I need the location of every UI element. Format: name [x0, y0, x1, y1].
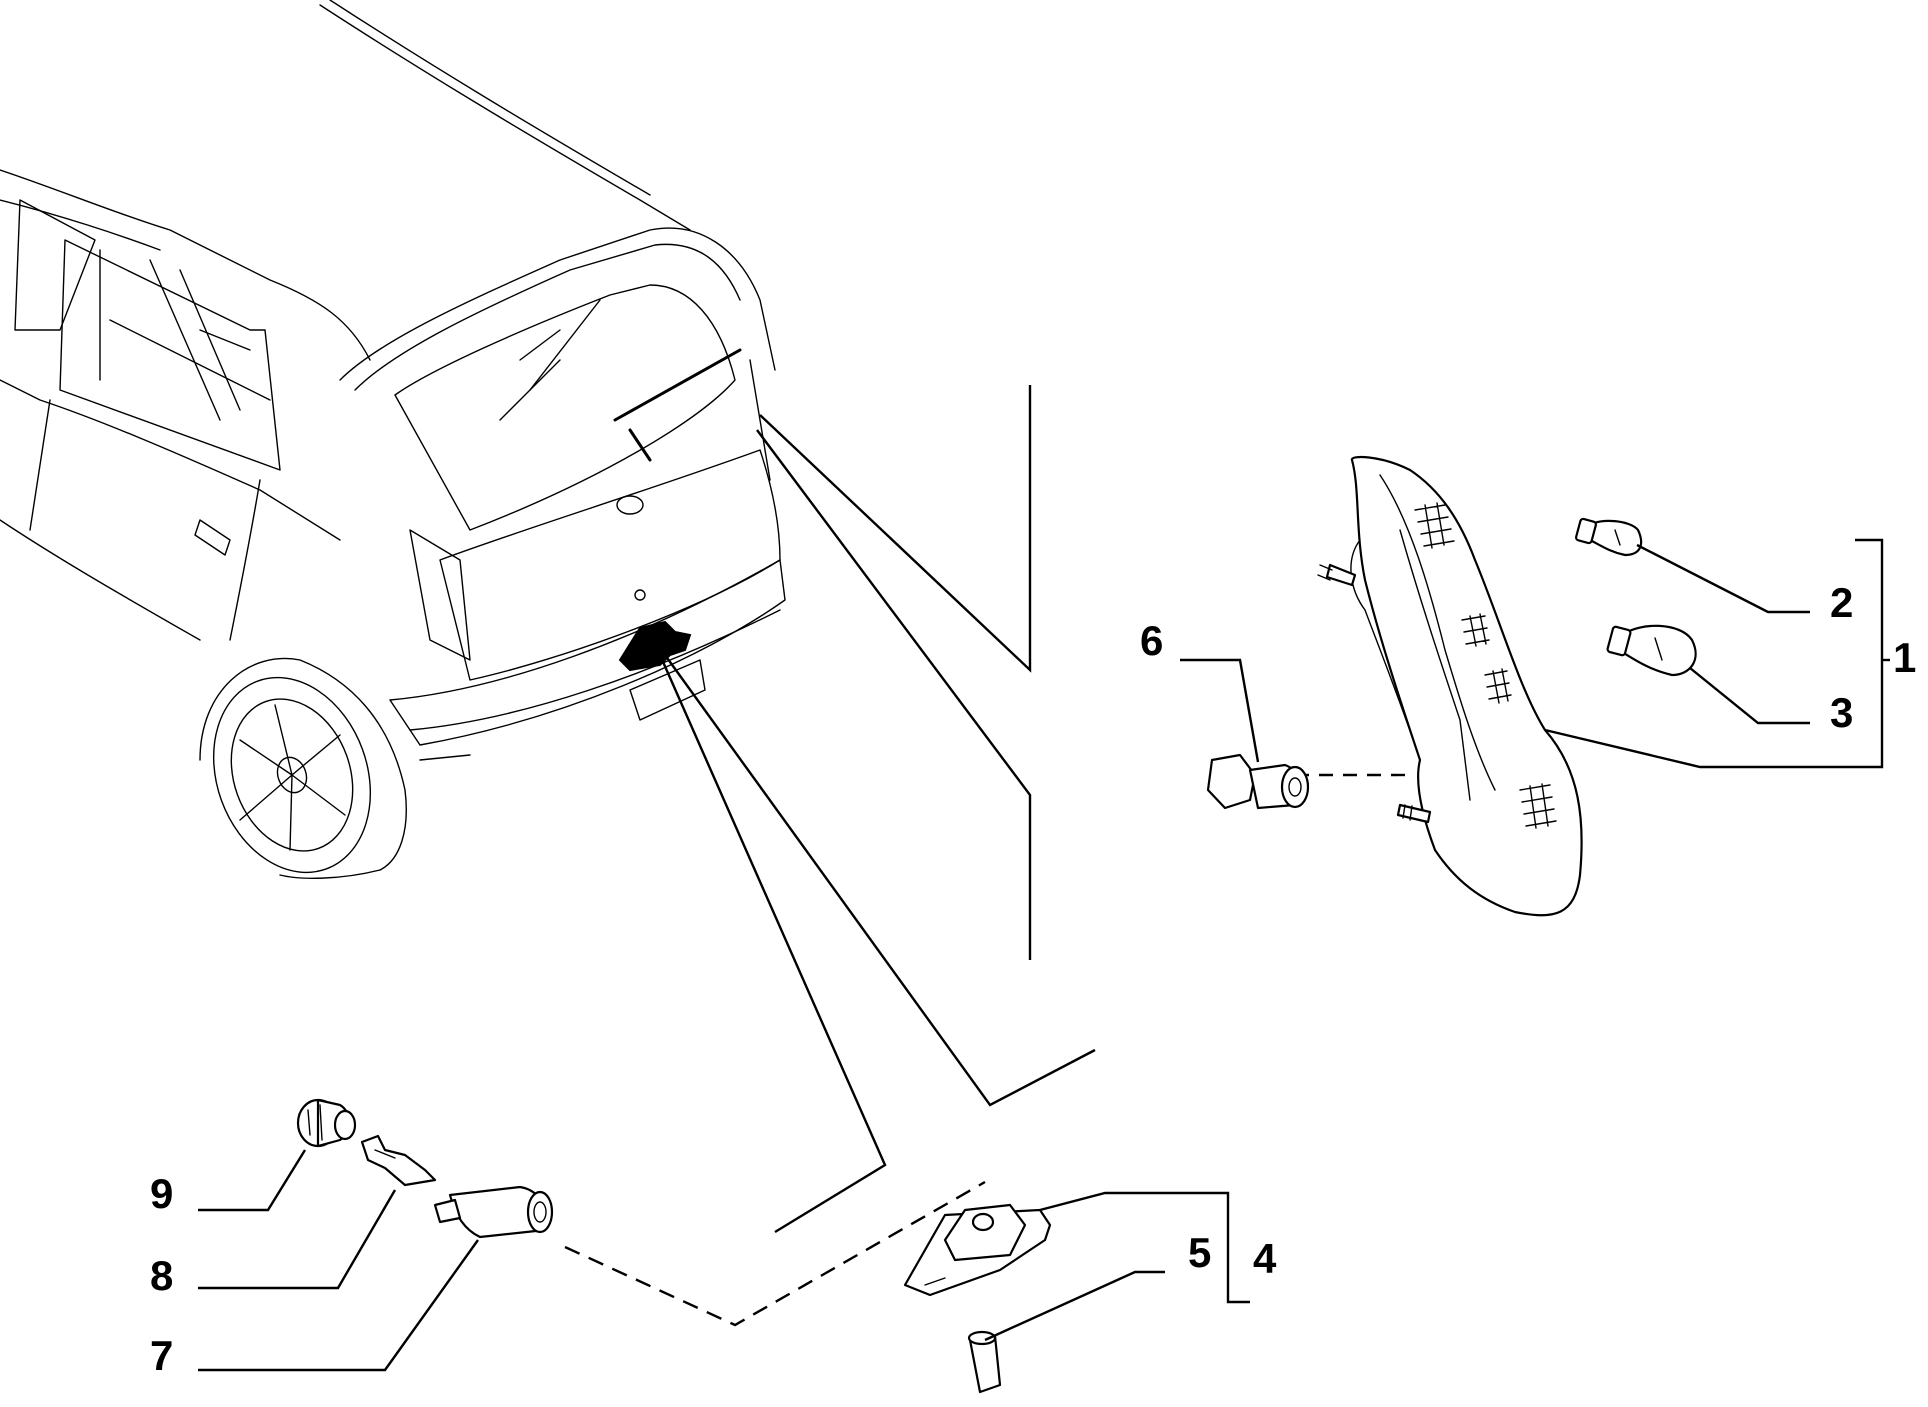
bulb-small	[1574, 517, 1643, 557]
tail-light-assembly	[1317, 455, 1583, 917]
callout-leaders	[198, 538, 1890, 1372]
wedge-bulb	[967, 1330, 1002, 1394]
callout-9: 9	[150, 1170, 173, 1217]
callout-labels: 2 3 1 6 5 4 9 8 7	[150, 579, 1916, 1379]
lamp-connector	[433, 1185, 554, 1239]
rubber-grommet	[296, 1098, 357, 1148]
plate-lamp-assembly	[903, 1203, 1052, 1297]
nut-fastener	[1206, 753, 1310, 810]
car-illustration	[0, 0, 786, 879]
callout-4: 4	[1253, 1235, 1277, 1282]
callout-3: 3	[1830, 689, 1853, 736]
lens-grid-pattern	[1414, 502, 1557, 829]
callout-5: 5	[1188, 1229, 1211, 1276]
bulb-large	[1606, 624, 1697, 677]
callout-6: 6	[1140, 617, 1163, 664]
callout-1: 1	[1893, 634, 1916, 681]
terminal-clip	[360, 1134, 437, 1187]
callout-2: 2	[1830, 579, 1853, 626]
section-lines	[564, 385, 1405, 1327]
callout-7: 7	[150, 1332, 173, 1379]
callout-8: 8	[150, 1252, 173, 1299]
